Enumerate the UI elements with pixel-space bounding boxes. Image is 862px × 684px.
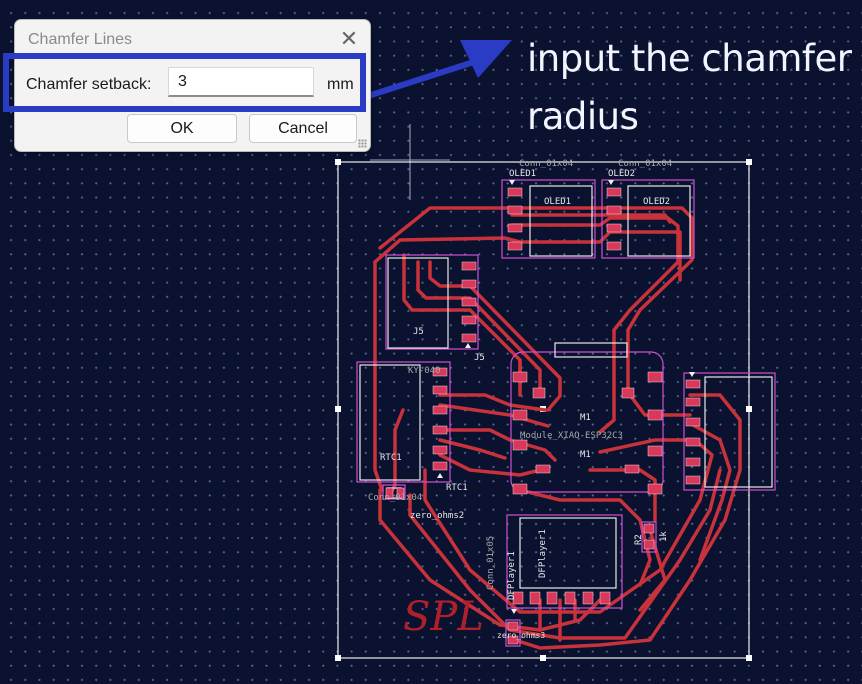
annotation-text: input the chamfer radius	[527, 37, 852, 138]
chamfer-setback-input[interactable]	[168, 67, 314, 97]
oled1-ref: OLED1	[509, 169, 536, 179]
oled2-ref: OLED2	[608, 169, 635, 179]
conn4-label: Conn_01x05	[486, 536, 496, 590]
conn3-label: Conn_01x04	[368, 493, 422, 503]
unit-label: mm	[327, 76, 354, 93]
chamfer-lines-dialog: Chamfer Lines ✕ Chamfer setback: mm OK C…	[14, 19, 371, 152]
r2-ref: R2	[634, 534, 644, 545]
pin1-markers	[437, 180, 695, 614]
oled1-value: OLED1	[544, 197, 571, 207]
oled2-value: OLED2	[643, 197, 670, 207]
spl-logo: SPL	[403, 594, 484, 640]
arrow-icon	[367, 40, 512, 99]
rtc-fab-label: RTC1	[380, 453, 402, 463]
j5-fab-label: J5	[413, 327, 424, 337]
ky040-label: KY-040	[408, 366, 441, 376]
conn2-label: Conn_01x04	[618, 159, 672, 169]
m1-fab-label: M1	[580, 450, 591, 460]
resize-grip-icon[interactable]	[358, 139, 367, 148]
chamfer-setback-label: Chamfer setback:	[26, 76, 152, 93]
dfplayer-ref: DFPlayer1	[507, 551, 517, 600]
j5-ref: J5	[474, 353, 485, 363]
close-icon[interactable]: ✕	[339, 26, 359, 51]
ok-button[interactable]: OK	[127, 114, 237, 143]
silkscreen-outlines	[359, 185, 773, 589]
pads[interactable]	[385, 187, 701, 645]
dialog-title: Chamfer Lines	[28, 31, 133, 48]
module-label: Module_XIAO-ESP32C3	[520, 431, 623, 441]
zero-ohms3-label: zero_ohms3	[497, 631, 545, 640]
zero-ohms2-label: zero_ohms2	[410, 511, 464, 521]
r2-value: 1k	[659, 531, 669, 542]
cancel-button[interactable]: Cancel	[249, 114, 357, 143]
rtc-ref: RTC1	[446, 483, 468, 493]
highlight-box	[3, 53, 366, 112]
dfplayer-fab-label: DFPlayer1	[538, 529, 548, 578]
m1-ref: M1	[580, 413, 591, 423]
conn1-label: Conn_01x04	[519, 159, 573, 169]
copper-traces[interactable]	[373, 206, 742, 650]
fab-outlines	[356, 179, 776, 647]
